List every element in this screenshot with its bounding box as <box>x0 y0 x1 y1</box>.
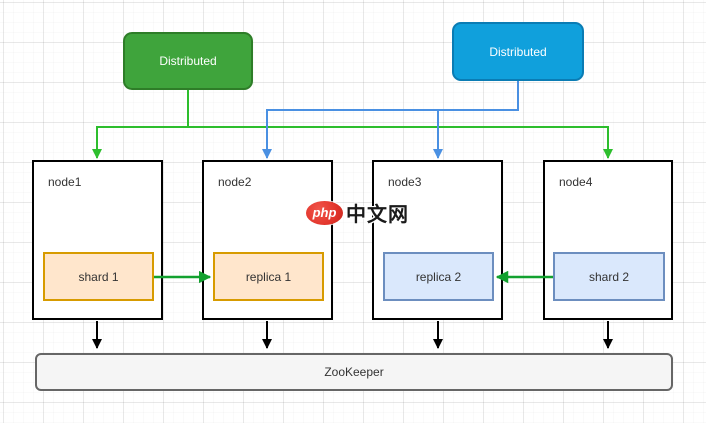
shard1-box: shard 1 <box>43 252 154 301</box>
distributed-green-label: Distributed <box>159 54 217 68</box>
node1-title: node1 <box>48 175 82 189</box>
node4-box: node4 shard 2 <box>543 160 673 320</box>
distributed-blue-box: Distributed <box>452 22 584 81</box>
zookeeper-box: ZooKeeper <box>35 353 673 391</box>
php-logo-icon: php <box>306 200 343 225</box>
zookeeper-label: ZooKeeper <box>324 365 384 379</box>
distributed-blue-label: Distributed <box>489 44 547 59</box>
node3-box: node3 replica 2 <box>372 160 503 320</box>
blue-connector-branch-node2 <box>262 81 519 159</box>
node2-title: node2 <box>218 175 252 189</box>
replica2-box: replica 2 <box>383 252 494 301</box>
node2-box: node2 replica 1 <box>202 160 333 320</box>
watermark-text: 中文网 <box>346 204 409 226</box>
shard2-box: shard 2 <box>553 252 665 301</box>
distributed-green-box: Distributed <box>123 32 253 90</box>
watermark: php 中文网 <box>306 198 409 227</box>
node1-box: node1 shard 1 <box>32 160 163 320</box>
green-connector-branches <box>92 126 613 159</box>
node4-title: node4 <box>559 175 593 189</box>
node3-title: node3 <box>388 175 422 189</box>
replica1-box: replica 1 <box>213 252 324 301</box>
